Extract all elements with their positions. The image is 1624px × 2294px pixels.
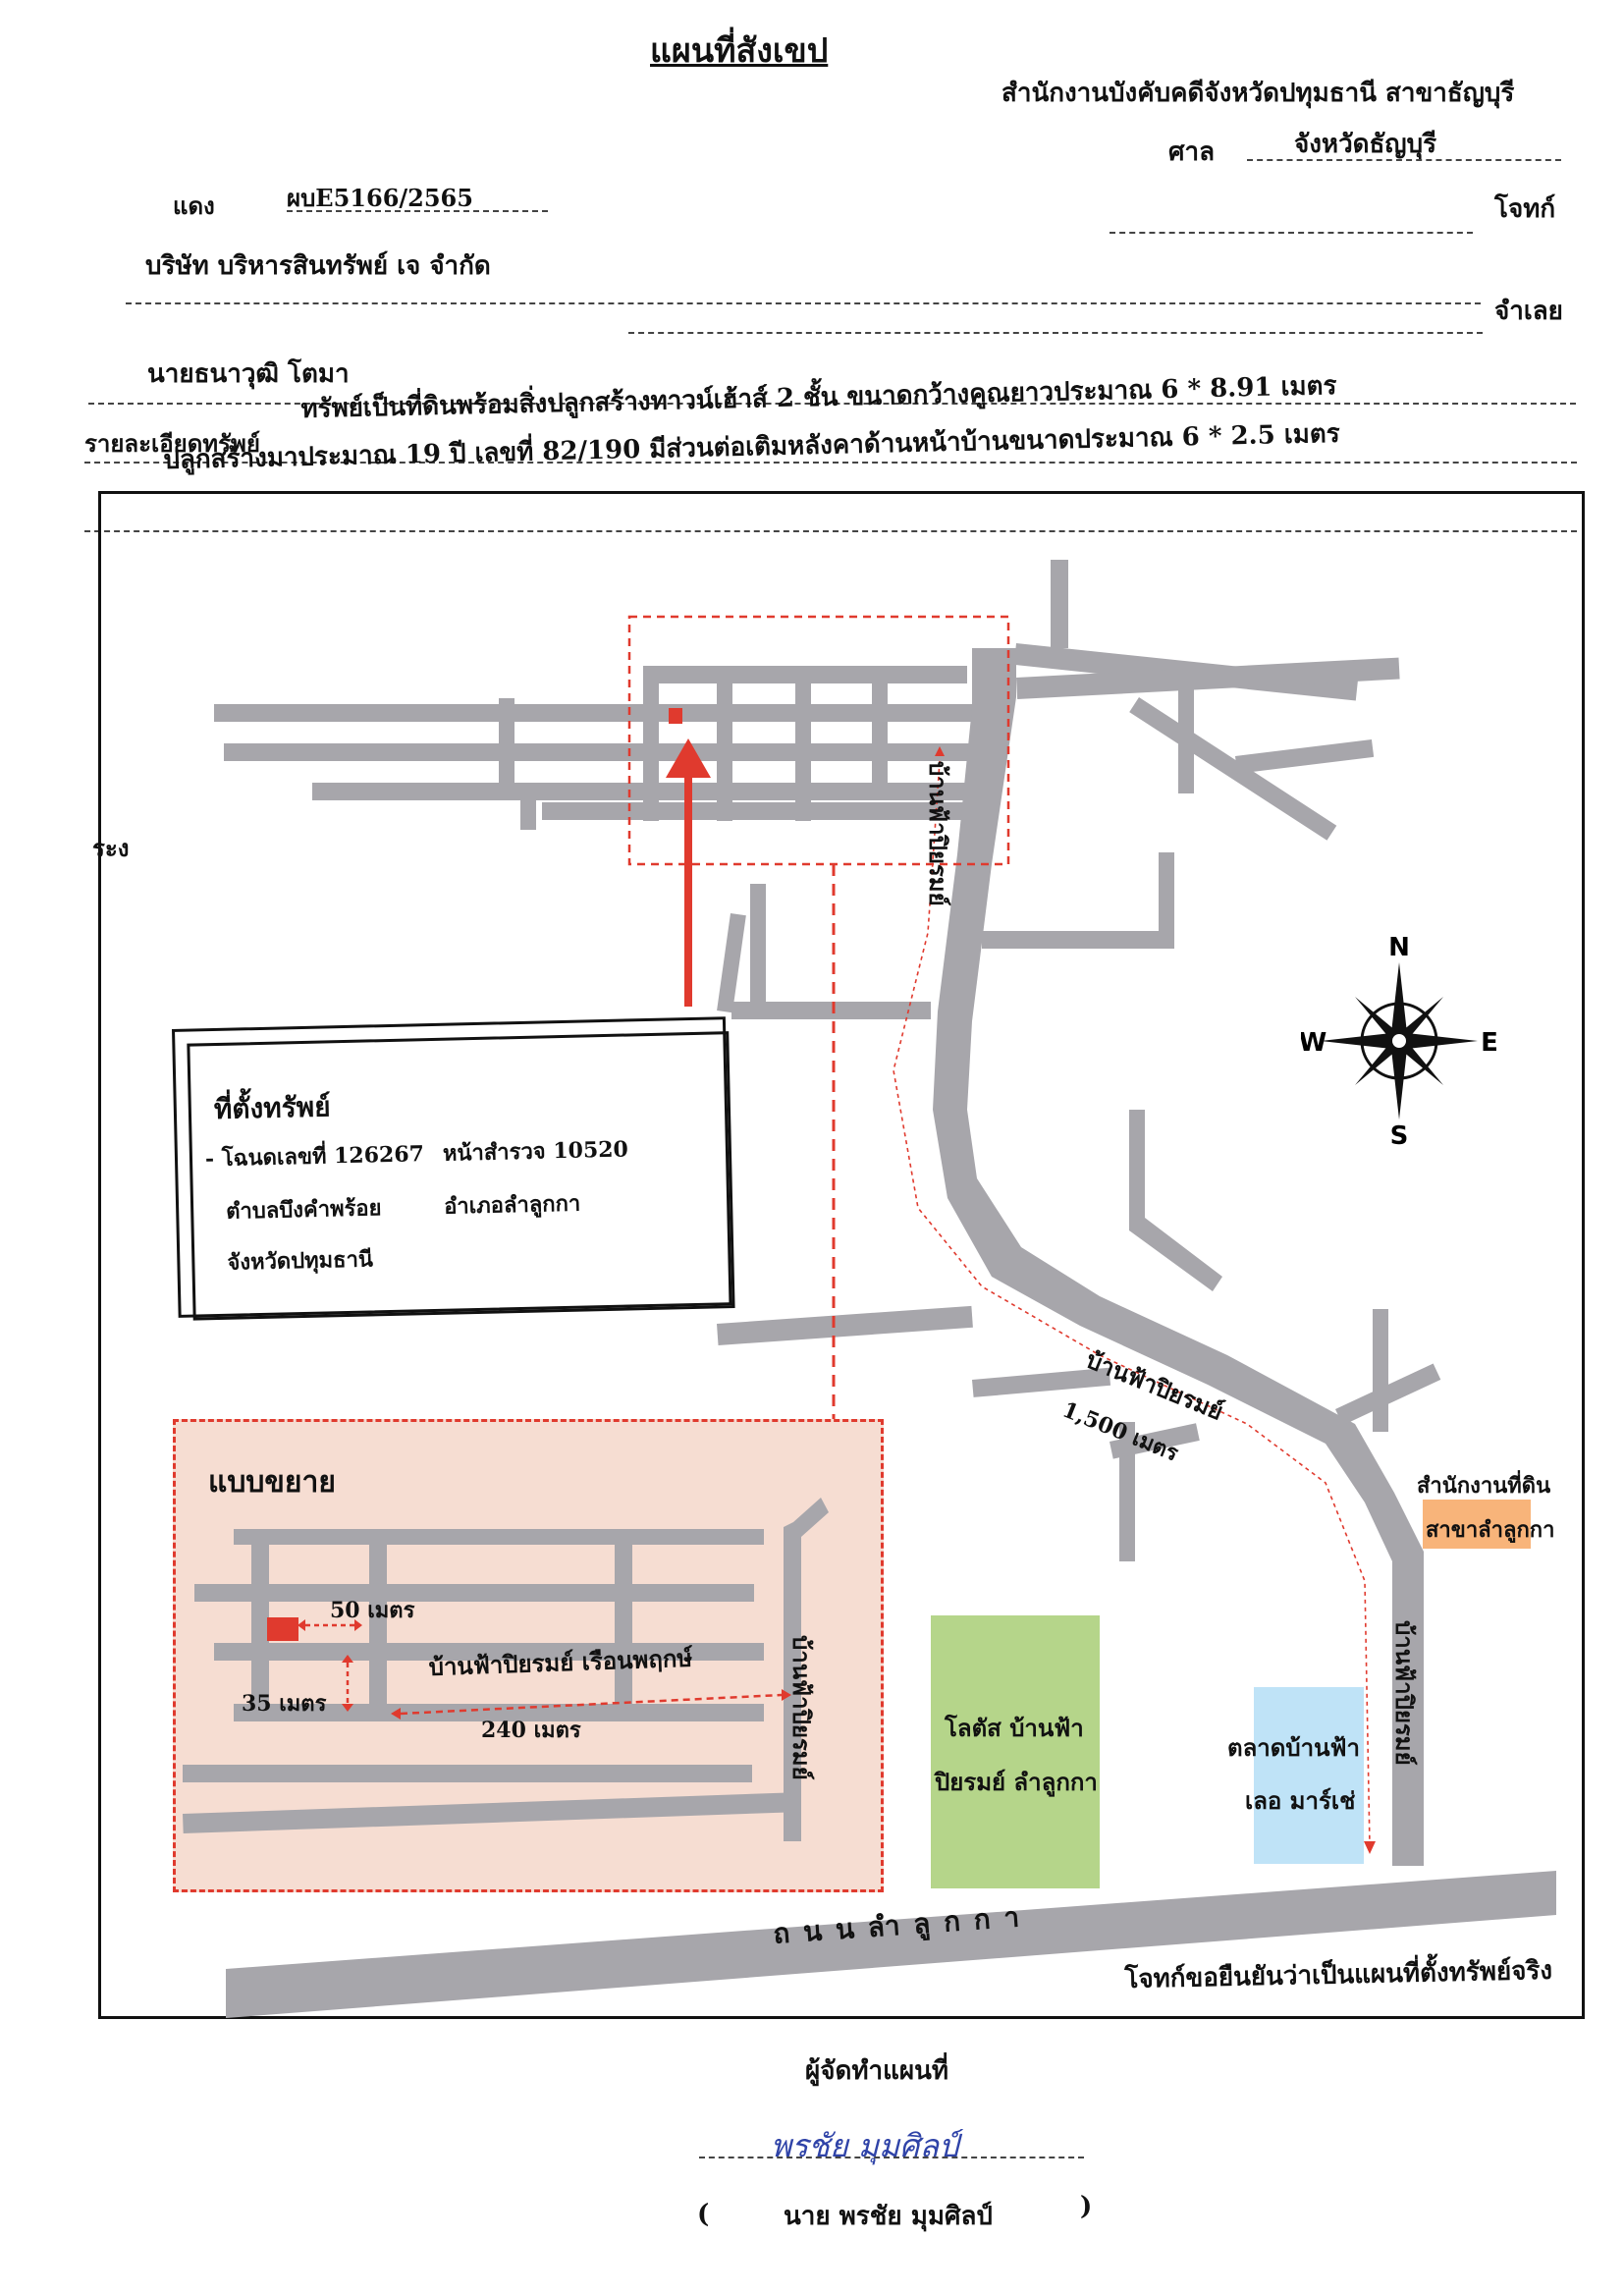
location-subdistrict: ตำบลบึงคำพร้อย bbox=[225, 1195, 382, 1225]
defendant-underline bbox=[88, 403, 1576, 405]
mapper-signature: พรชัย มุมศิลป์ bbox=[771, 2127, 959, 2164]
compass-n: N bbox=[1388, 933, 1410, 962]
mapper-name: นาย พรชัย มุมศิลป์ bbox=[784, 2202, 993, 2231]
location-district: อำเภอลำลูกกา bbox=[443, 1190, 581, 1220]
office-name: สำนักงานบังคับคดีจังหวัดปทุมธานี สาขาธัญ… bbox=[1001, 79, 1515, 108]
case-underline bbox=[287, 210, 548, 212]
lotus-label-2: ปิยรมย์ ลำลูกกา bbox=[935, 1768, 1098, 1796]
case-label: แดง bbox=[173, 191, 215, 220]
market-block bbox=[1254, 1687, 1364, 1864]
defendant-label: จำเลย bbox=[1494, 297, 1563, 326]
zoom-distance-240: 240 เมตร bbox=[481, 1718, 581, 1743]
plaintiff-name: บริษัท บริหารสินทรัพย์ เจ จำกัด bbox=[145, 251, 491, 281]
zoom-vertical-label: บ้านฟ้าปิยรมย์ bbox=[787, 1635, 816, 1780]
compass-e: E bbox=[1481, 1028, 1497, 1058]
name-open-paren: ( bbox=[697, 2200, 710, 2229]
road-label-village-top: บ้านฟ้าปิยรมย์ bbox=[924, 761, 952, 906]
signature-line bbox=[699, 2157, 1084, 2158]
plaintiff-underline bbox=[126, 302, 1481, 304]
location-info-box: ที่ตั้งทรัพย์ - โฉนดเลขที่ 126267 หน้าสำ… bbox=[172, 1016, 735, 1321]
zoom-distance-35: 35 เมตร bbox=[242, 1691, 327, 1717]
zoom-distance-50: 50 เมตร bbox=[330, 1598, 415, 1623]
court-underline bbox=[1247, 159, 1561, 161]
location-province: จังหวัดปทุมธานี bbox=[227, 1246, 374, 1276]
land-office-box bbox=[1423, 1500, 1531, 1549]
plaintiff-label: โจทก์ bbox=[1494, 194, 1556, 224]
map-frame bbox=[98, 491, 1585, 2019]
compass-s: S bbox=[1390, 1121, 1409, 1151]
road-label-village-right: บ้านฟ้าปิยรมย์ bbox=[1390, 1620, 1419, 1766]
defendant-underline-top bbox=[628, 332, 1483, 334]
property-underline-1 bbox=[84, 462, 1577, 464]
location-deed: - โฉนดเลขที่ 126267 bbox=[204, 1141, 425, 1173]
defendant-name: นายธนาวุฒิ โตมา bbox=[147, 359, 350, 389]
location-title: ที่ตั้งทรัพย์ bbox=[213, 1090, 331, 1126]
land-office-title: สำนักงานที่ดิน bbox=[1417, 1473, 1551, 1499]
property-label: รายละเอียดทรัพย์ bbox=[84, 429, 260, 458]
road-main-village bbox=[933, 648, 1424, 1866]
lotus-label-1: โลตัส บ้านฟ้า bbox=[945, 1714, 1084, 1742]
zoom-title: แบบขยาย bbox=[208, 1465, 336, 1500]
court-label: ศาล bbox=[1168, 137, 1216, 167]
road-lam-luk-ka bbox=[226, 1871, 1556, 2018]
property-underline-2 bbox=[84, 530, 1577, 532]
village-grid-roads bbox=[214, 666, 990, 830]
court-value: จังหวัดธัญบุรี bbox=[1294, 130, 1437, 159]
mapper-label: ผู้จัดทำแผนที่ bbox=[805, 2056, 948, 2086]
property-marker bbox=[669, 708, 682, 724]
left-edge-text: ระง bbox=[92, 834, 130, 862]
land-office-branch: สาขาลำลูกกา bbox=[1426, 1517, 1555, 1543]
case-number: ผบE5166/2565 bbox=[287, 184, 473, 212]
market-label-1: ตลาดบ้านฟ้า bbox=[1227, 1733, 1360, 1762]
lotus-store-block bbox=[931, 1615, 1100, 1888]
compass-w: W bbox=[1301, 1028, 1326, 1058]
compass-icon: N S W E bbox=[1301, 933, 1497, 1151]
zoom-map-drawing bbox=[183, 1498, 829, 1841]
location-postal: หน้าสำรวจ 10520 bbox=[442, 1136, 629, 1167]
name-close-paren: ) bbox=[1080, 2192, 1093, 2221]
plaintiff-underline-top bbox=[1110, 232, 1473, 234]
market-label-2: เลอ มาร์เช่ bbox=[1245, 1786, 1356, 1815]
page-title: แผนที่สังเขป bbox=[650, 31, 829, 71]
